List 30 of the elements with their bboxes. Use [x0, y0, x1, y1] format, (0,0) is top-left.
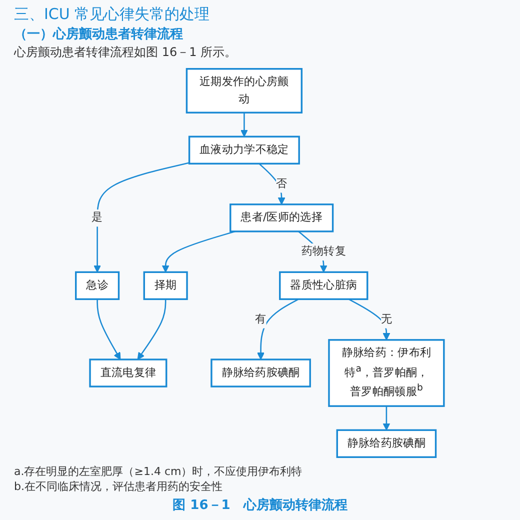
footnote: a.存在明显的左室肥厚（≥1.4 cm）时，不应使用伊布利特 — [14, 464, 304, 479]
arrow — [258, 163, 286, 205]
node-box: 患者/医师的选择 — [230, 204, 334, 232]
edge-label: 否 — [276, 177, 288, 190]
node-box: 近期发作的心房颤动 — [186, 68, 303, 114]
section-heading: 三、ICU 常见心律失常的处理 — [14, 5, 211, 24]
node-box: 择期 — [143, 271, 188, 300]
arrow — [257, 298, 299, 360]
arrow — [137, 299, 166, 360]
edge-label: 有 — [255, 312, 266, 326]
footnote: b.在不同临床情况，评估患者用药的安全性 — [14, 479, 224, 494]
arrow — [96, 299, 121, 360]
edge-label: 无 — [380, 312, 392, 326]
edge-label: 药物转复 — [301, 245, 346, 258]
arrow — [162, 230, 236, 272]
arrow — [382, 406, 390, 430]
node-box: 静脉给药胺碘酮 — [336, 429, 437, 458]
node-box: 静脉给药：伊布利特$^{a}$，普罗帕酮，普罗帕酮顿服$^{b}$ — [328, 339, 445, 407]
edge-label: 是 — [92, 211, 103, 224]
figure-caption: 图 16－1 心房颤动转律流程 — [172, 496, 348, 514]
arrow — [348, 298, 390, 340]
node-box: 血液动力学不稳定 — [188, 136, 300, 164]
node-box: 直流电复律 — [89, 358, 168, 388]
node-box: 器质性心脏病 — [279, 271, 368, 300]
intro-text: 心房颤动患者转律流程如图 16－1 所示。 — [14, 44, 238, 61]
arrow — [94, 162, 190, 272]
node-box: 静脉给药胺碘酮 — [210, 358, 312, 388]
arrow — [240, 112, 248, 137]
node-box: 急诊 — [75, 271, 120, 300]
subsection-heading: （一）心房颤动患者转律流程 — [14, 26, 184, 43]
